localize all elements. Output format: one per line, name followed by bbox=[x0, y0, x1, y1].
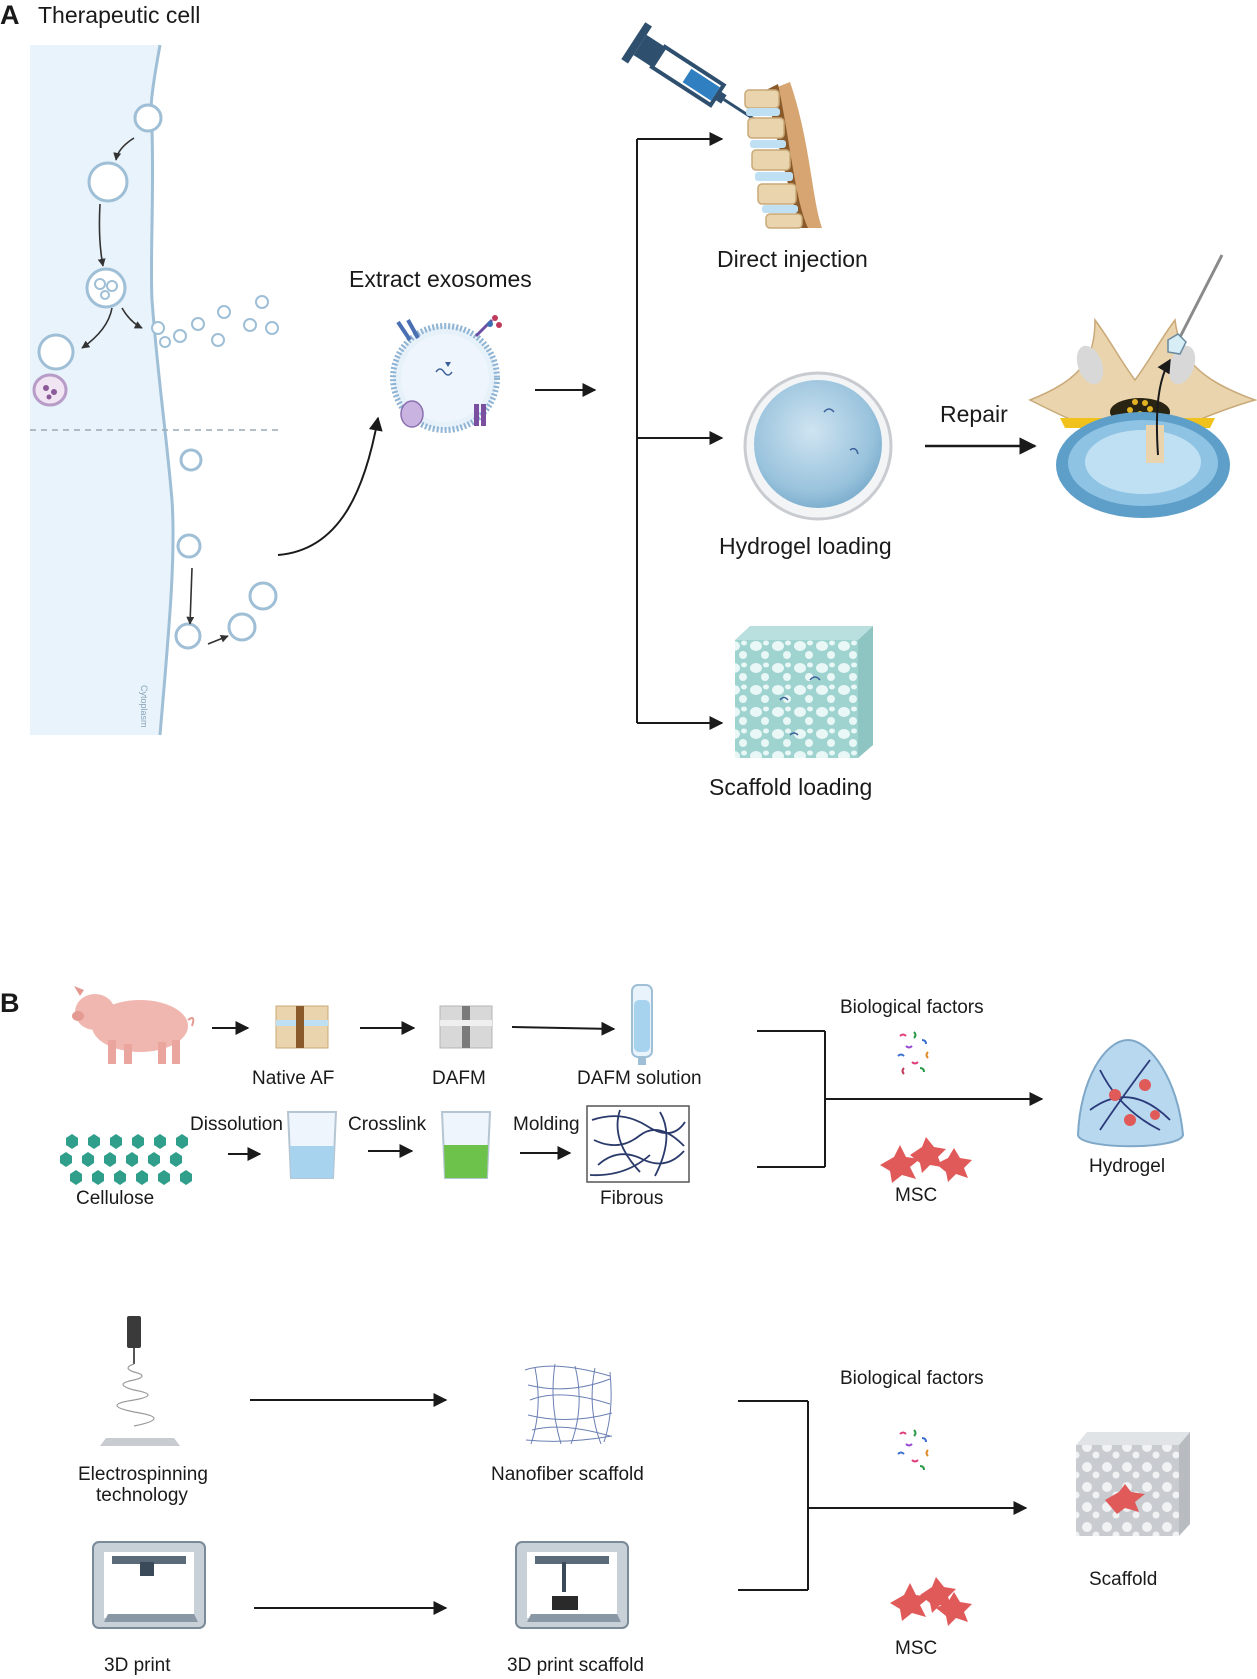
electrospinning-label-2: technology bbox=[96, 1485, 188, 1506]
native-af-icon bbox=[275, 1005, 329, 1049]
msc-label-1: MSC bbox=[895, 1185, 938, 1206]
scaffold-arrows bbox=[250, 1393, 448, 1615]
repair-label: Repair bbox=[940, 401, 1008, 427]
panel-a-letter: A bbox=[0, 0, 20, 30]
bio-factors-icon-2 bbox=[897, 1429, 929, 1471]
printer-scaffold-icon bbox=[515, 1541, 629, 1629]
lysosome-icon bbox=[32, 333, 75, 407]
fibrous-label: Fibrous bbox=[600, 1188, 664, 1209]
dissolution-label: Dissolution bbox=[190, 1114, 283, 1135]
dafm-label: DAFM bbox=[432, 1068, 486, 1089]
arrow-to-exosome bbox=[277, 416, 383, 556]
hydrogel-bracket bbox=[757, 1030, 1044, 1168]
syringe-icon bbox=[621, 22, 776, 134]
fibrous-icon bbox=[586, 1105, 690, 1183]
dafm-icon bbox=[439, 1005, 493, 1049]
panel-b-letter: B bbox=[0, 988, 20, 1018]
scaffold-label: Scaffold bbox=[1089, 1569, 1158, 1590]
branch-bracket bbox=[636, 132, 724, 730]
bio-factors-icon bbox=[897, 1031, 929, 1075]
scaffold-grey-cube-icon bbox=[1076, 1432, 1190, 1536]
molding-label: Molding bbox=[513, 1114, 580, 1135]
hydrogel-sphere-icon bbox=[743, 371, 893, 521]
released-exosomes bbox=[151, 295, 279, 642]
hydrogel-icon bbox=[1076, 1038, 1185, 1148]
cellulose-arrows bbox=[228, 1144, 572, 1161]
exosome-icon bbox=[390, 315, 502, 433]
direct-injection-label: Direct injection bbox=[717, 246, 868, 272]
beaker-icon bbox=[286, 1111, 338, 1179]
beaker-crosslink-icon bbox=[440, 1111, 492, 1179]
electrospinning-icon bbox=[100, 1316, 180, 1446]
membrane-budding bbox=[133, 103, 203, 650]
endosome-pathway bbox=[85, 161, 129, 309]
extract-label: Extract exosomes bbox=[349, 266, 532, 292]
bio-factors-label-2: Biological factors bbox=[840, 1368, 984, 1389]
dafm-arrows bbox=[212, 1021, 616, 1036]
electrospinning-label: Electrospinning bbox=[78, 1464, 208, 1485]
cellulose-icon bbox=[60, 1134, 192, 1185]
cellulose-label: Cellulose bbox=[76, 1188, 155, 1209]
nanofiber-icon bbox=[524, 1363, 613, 1445]
cytoplasm-label: Cytoplasm bbox=[139, 685, 149, 728]
native-af-label: Native AF bbox=[252, 1068, 335, 1089]
msc-label-2: MSC bbox=[895, 1638, 938, 1659]
nanofiber-label: Nanofiber scaffold bbox=[491, 1464, 644, 1485]
spine-icon bbox=[744, 82, 822, 229]
bio-factors-label-1: Biological factors bbox=[840, 997, 984, 1018]
print3d-label: 3D print bbox=[104, 1655, 171, 1676]
hydrogel-label: Hydrogel bbox=[1089, 1156, 1166, 1177]
print3d-scaffold-label: 3D print scaffold bbox=[507, 1655, 644, 1676]
scaffold-bracket bbox=[738, 1400, 1028, 1591]
scaffold-loading-label: Scaffold loading bbox=[709, 774, 873, 800]
cell-title: Therapeutic cell bbox=[38, 2, 201, 28]
crosslink-label: Crosslink bbox=[348, 1114, 427, 1135]
tube-icon bbox=[631, 984, 653, 1065]
cell-cluster-icon bbox=[880, 1137, 972, 1183]
pig-icon bbox=[72, 986, 195, 1064]
printer-icon bbox=[92, 1541, 206, 1629]
cell-cluster-icon-2 bbox=[890, 1577, 972, 1626]
dafm-solution-label: DAFM solution bbox=[577, 1068, 702, 1089]
hydrogel-loading-label: Hydrogel loading bbox=[719, 533, 892, 559]
vertebra-icon bbox=[1028, 254, 1257, 518]
scaffold-cube-icon bbox=[735, 626, 873, 758]
